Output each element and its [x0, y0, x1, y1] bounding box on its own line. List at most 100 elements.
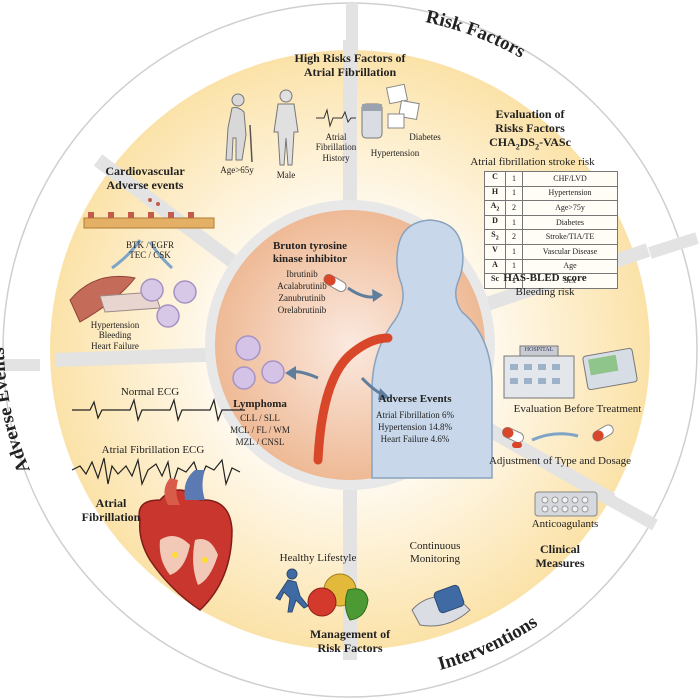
lymphoma-cells-icon [232, 335, 285, 390]
btk-title-line2: kinase inhibitor [272, 252, 348, 265]
score-description: Stroke/TIA/TE [522, 229, 618, 245]
drug-acalabrutinib: Acalabrutinib [277, 281, 327, 292]
af-history-line2: Fibrillation [315, 142, 357, 153]
center-ae-title: Adverse Events [378, 393, 452, 405]
heart-illustration-icon [138, 470, 233, 611]
outcome-hypertension: Hypertension [90, 320, 140, 330]
score-description: Diabetes [522, 214, 618, 231]
score-letter: A2 [484, 200, 506, 216]
sugar-cubes-icon [385, 83, 420, 129]
af-title: Atrial Fibrillation [76, 496, 146, 525]
lymphoma-type-2: MCL / FL / WM [230, 425, 290, 436]
cell-membrane-icon [83, 198, 215, 229]
lymphoma-types: CLL / SLL MCL / FL / WM MZL / CNSL [215, 412, 305, 448]
diabetes-label: Diabetes [409, 132, 441, 142]
btk-drug-list: Ibrutinib Acalabrutinib Zanubrutinib Ore… [262, 268, 342, 317]
evaluation-title-line1: Evaluation of [495, 107, 565, 121]
stroke-risk-subtitle: Atrial fibrillation stroke risk [470, 156, 595, 168]
monitoring-label: Continuous Monitoring [395, 540, 475, 565]
blister-pack-icon [534, 491, 598, 517]
evaluation-title: Evaluation of Risks Factors CHA2DS2-VASc [470, 107, 590, 151]
drug-ibrutinib: Ibrutinib [286, 269, 318, 279]
male-label: Male [276, 170, 296, 180]
kinase-labels: BTK / EGFR TEC / CSK [110, 240, 190, 261]
glucose-jar-icon [361, 103, 383, 139]
score-description: Hypertension [522, 185, 618, 202]
evaluation-before-treatment-label: Evaluation Before Treatment [513, 403, 642, 415]
score-points: 1 [505, 185, 523, 202]
af-title-line1: Atrial [95, 496, 127, 510]
af-history-line3: History [322, 152, 350, 163]
ecg-machine-icon [582, 347, 638, 391]
arrow-right-icon [148, 241, 174, 270]
ae-af: Atrial Fibrillation 6% [376, 410, 454, 420]
monitoring-line1: Continuous [409, 540, 461, 552]
kinase-line2: TEC / CSK [129, 250, 171, 261]
clinical-title: Clinical Measures [520, 542, 600, 571]
score-letter: H [484, 185, 506, 202]
ring-dividers [3, 3, 699, 531]
hasbled-title: HAS-BLED score [503, 272, 587, 284]
score-description: Vascular Disease [522, 243, 618, 260]
outcome-bleeding: Bleeding [98, 330, 132, 341]
btk-title-line1: Bruton tyrosine [272, 240, 348, 252]
lymphoma-title: Lymphoma [233, 398, 287, 410]
high-risk-title-line1: High Risks Factors of [294, 51, 406, 65]
kinase-line1: BTK / EGFR [125, 240, 174, 250]
score-letter: S2 [484, 229, 506, 245]
high-risk-title: High Risks Factors of Atrial Fibrillatio… [250, 51, 450, 80]
ecg-line-icon [316, 108, 356, 128]
cardio-title: Cardiovascular Adverse events [80, 164, 210, 193]
hasbled-subtitle: Bleeding risk [515, 286, 575, 298]
management-title-line2: Risk Factors [317, 640, 383, 655]
hospital-building-icon [503, 345, 575, 399]
score-description: CHF/LVD [522, 171, 618, 187]
score-letter: C [484, 171, 506, 187]
single-pill-icon [592, 424, 614, 442]
score-description: Sex [522, 273, 618, 289]
hospital-sign: HOSPITAL [524, 347, 554, 353]
center-ae-list: Atrial Fibrillation 6% Hypertension 14.8… [350, 409, 480, 445]
human-silhouette [371, 219, 493, 479]
monitor-cuff-icon [411, 584, 471, 627]
score-points: 2 [505, 229, 523, 245]
cardio-title-line2: Adverse events [106, 177, 184, 192]
male-figure-icon [273, 89, 299, 166]
ae-hypertension: Hypertension 14.8% [378, 422, 452, 433]
score-points: 1 [505, 171, 523, 187]
af-ecg-trace [71, 457, 241, 487]
drug-zanubrutinib: Zanubrutinib [278, 293, 326, 304]
clinical-title-line2: Measures [535, 555, 585, 570]
drug-orelabrutinib: Orelabrutinib [277, 305, 327, 316]
adjustment-label: Adjustment of Type and Dosage [488, 455, 631, 467]
cardio-outcomes: Hypertension Bleeding Heart Failure [70, 320, 160, 351]
af-history-label: Atrial Fibrillation History [306, 132, 366, 163]
af-title-line2: Fibrillation [81, 509, 141, 524]
score-letter: D [484, 214, 506, 231]
score-points: 1 [505, 243, 523, 260]
fruit-vegetables-icon [307, 573, 369, 621]
runner-icon [275, 568, 309, 613]
healthy-lifestyle-label: Healthy Lifestyle [279, 552, 357, 564]
arrow-left-icon [111, 239, 142, 270]
lymphoma-type-3: MZL / CNSL [235, 437, 285, 448]
management-title: Management of Risk Factors [290, 627, 410, 656]
normal-ecg-label: Normal ECG [120, 386, 180, 398]
af-ecg-label: Atrial Fibrillation ECG [101, 444, 205, 456]
anticoagulants-label: Anticoagulants [531, 518, 599, 530]
pill-icon [323, 274, 347, 292]
pills-icon [502, 426, 524, 448]
age-label: Age>65y [220, 165, 254, 175]
clinical-title-line1: Clinical [539, 542, 580, 556]
outcome-heart-failure: Heart Failure [91, 340, 139, 351]
score-points: 2 [505, 200, 523, 216]
management-title-line1: Management of [309, 627, 391, 641]
